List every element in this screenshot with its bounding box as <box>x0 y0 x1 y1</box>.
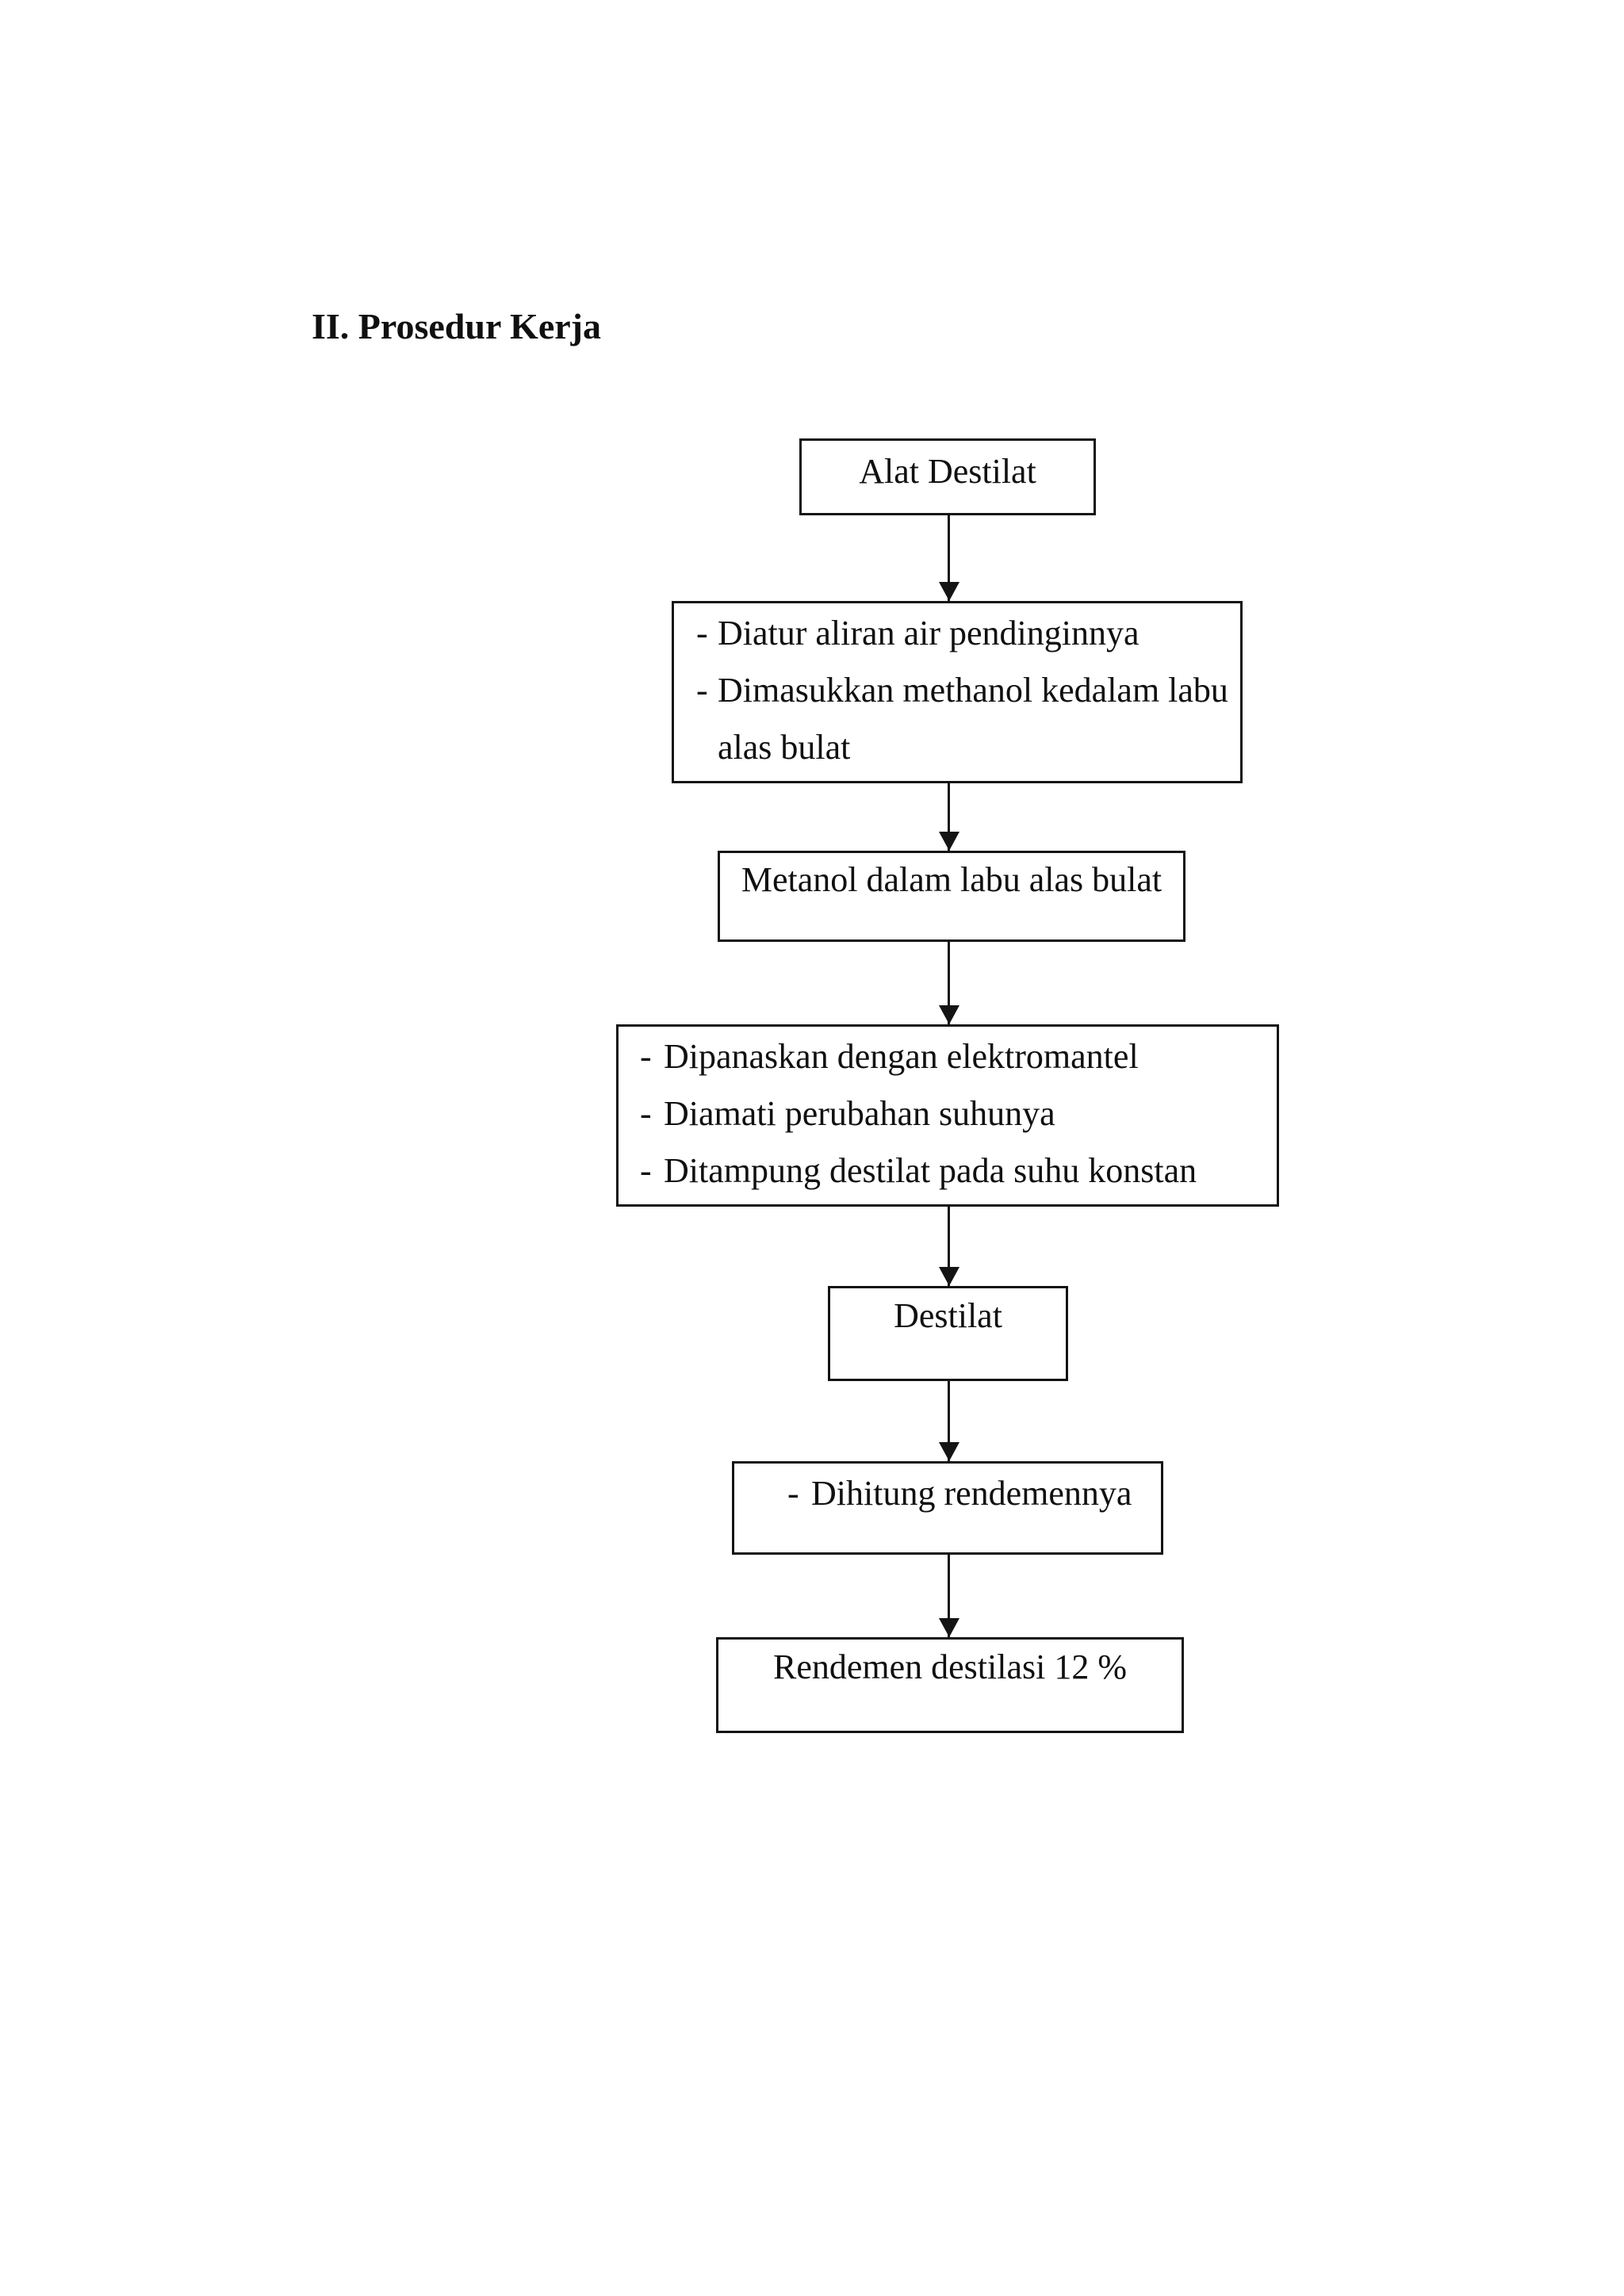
bullet-item: - Dimasukkan methanol kedalam labu alas … <box>696 662 1234 776</box>
bullet-text: Diatur aliran air pendinginnya <box>718 614 1139 652</box>
connector-arrow-6 <box>948 1555 950 1637</box>
bullet-text: Dipanaskan dengan elektromantel <box>664 1037 1139 1076</box>
connector-arrow-5 <box>948 1381 950 1461</box>
flow-node-steps-2: - Dipanaskan dengan elektromantel - Diam… <box>616 1024 1279 1207</box>
connector-arrow-2 <box>948 783 950 851</box>
node-label: Metanol dalam labu alas bulat <box>741 860 1162 899</box>
bullet-item: - Diatur aliran air pendinginnya <box>696 605 1234 662</box>
flow-node-rendemen: Rendemen destilasi 12 % <box>716 1637 1184 1733</box>
bullet-text: Dihitung rendemennya <box>811 1474 1132 1513</box>
connector-arrow-3 <box>948 942 950 1024</box>
section-title: II. Prosedur Kerja <box>312 306 601 346</box>
bullet-dash: - <box>696 614 708 652</box>
node-label: Rendemen destilasi 12 % <box>772 1647 1127 1686</box>
flow-node-steps-1: - Diatur aliran air pendinginnya - Dimas… <box>672 601 1243 783</box>
flow-node-alat-destilat: Alat Destilat <box>799 438 1096 515</box>
bullet-text: Ditampung destilat pada suhu konstan <box>664 1151 1197 1190</box>
connector-arrow-1 <box>948 515 950 601</box>
bullet-item: - Dipanaskan dengan elektromantel <box>640 1028 1270 1085</box>
bullet-dash: - <box>640 1094 652 1133</box>
flow-node-metanol-labu: Metanol dalam labu alas bulat <box>718 851 1185 942</box>
bullet-item: - Diamati perubahan suhunya <box>640 1085 1270 1142</box>
bullet-text: Diamati perubahan suhunya <box>664 1094 1055 1133</box>
bullet-dash: - <box>640 1037 652 1076</box>
bullet-item: - Dihitung rendemennya <box>787 1465 1155 1522</box>
node-label: Alat Destilat <box>859 452 1036 491</box>
bullet-dash: - <box>640 1151 652 1190</box>
node-label: Destilat <box>894 1296 1002 1335</box>
bullet-dash: - <box>696 671 708 710</box>
flow-node-steps-3: - Dihitung rendemennya <box>732 1461 1163 1555</box>
bullet-text: Dimasukkan methanol kedalam labu alas bu… <box>718 671 1228 767</box>
connector-arrow-4 <box>948 1207 950 1286</box>
bullet-item: - Ditampung destilat pada suhu konstan <box>640 1142 1270 1200</box>
bullet-dash: - <box>787 1474 799 1513</box>
flow-node-destilat: Destilat <box>828 1286 1068 1381</box>
